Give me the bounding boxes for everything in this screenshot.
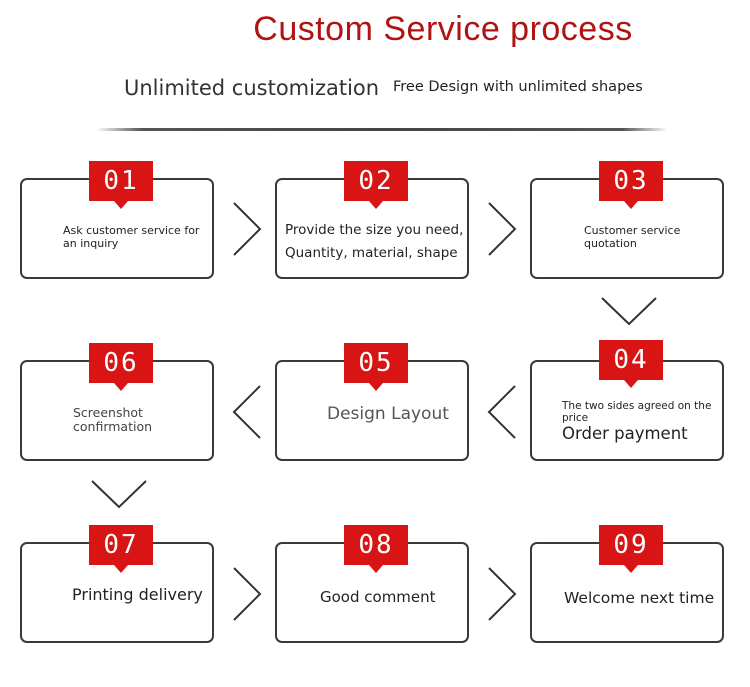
page-subtitle-secondary: Free Design with unlimited shapes bbox=[393, 79, 643, 95]
step-04-text: The two sides agreed on the price Order … bbox=[562, 400, 712, 444]
step-08-box: 08 Good comment bbox=[275, 525, 469, 643]
chevron-left-icon bbox=[231, 383, 263, 441]
step-09-badge: 09 bbox=[599, 525, 663, 573]
step-03-badge: 03 bbox=[599, 161, 663, 209]
step-07-text: Printing delivery bbox=[72, 585, 203, 604]
step-06-badge: 06 bbox=[89, 343, 153, 391]
page-subtitle: Unlimited customization bbox=[124, 76, 380, 100]
step-01-badge: 01 bbox=[89, 161, 153, 209]
step-06-text: Screenshot confirmation bbox=[73, 405, 153, 435]
chevron-down-icon bbox=[599, 295, 659, 327]
step-09-text: Welcome next time bbox=[564, 589, 715, 607]
step-02-text: Provide the size you need, Quantity, mat… bbox=[285, 222, 464, 261]
step-04-box: 04 The two sides agreed on the price Ord… bbox=[530, 340, 724, 461]
chevron-down-icon bbox=[89, 478, 149, 510]
step-04-badge: 04 bbox=[599, 340, 663, 388]
step-05-text: Design Layout bbox=[327, 404, 449, 424]
step-06-box: 06 Screenshot confirmation bbox=[20, 343, 214, 461]
step-01-text: Ask customer service for an inquiry bbox=[63, 224, 200, 250]
chevron-left-icon bbox=[486, 383, 518, 441]
step-01-box: 01 Ask customer service for an inquiry bbox=[20, 161, 214, 279]
page-title: Custom Service process bbox=[253, 10, 633, 48]
step-09-box: 09 Welcome next time bbox=[530, 525, 724, 643]
step-07-box: 07 Printing delivery bbox=[20, 525, 214, 643]
step-07-badge: 07 bbox=[89, 525, 153, 573]
step-05-box: 05 Design Layout bbox=[275, 343, 469, 461]
step-02-box: 02 Provide the size you need, Quantity, … bbox=[275, 161, 469, 279]
chevron-right-icon bbox=[231, 565, 263, 623]
step-08-badge: 08 bbox=[344, 525, 408, 573]
step-08-text: Good comment bbox=[320, 588, 436, 606]
chevron-right-icon bbox=[486, 565, 518, 623]
chevron-right-icon bbox=[231, 200, 263, 258]
step-05-badge: 05 bbox=[344, 343, 408, 391]
chevron-right-icon bbox=[486, 200, 518, 258]
header-divider bbox=[96, 128, 668, 131]
step-02-badge: 02 bbox=[344, 161, 408, 209]
step-03-box: 03 Customer service quotation bbox=[530, 161, 724, 279]
step-03-text: Customer service quotation bbox=[584, 224, 681, 250]
